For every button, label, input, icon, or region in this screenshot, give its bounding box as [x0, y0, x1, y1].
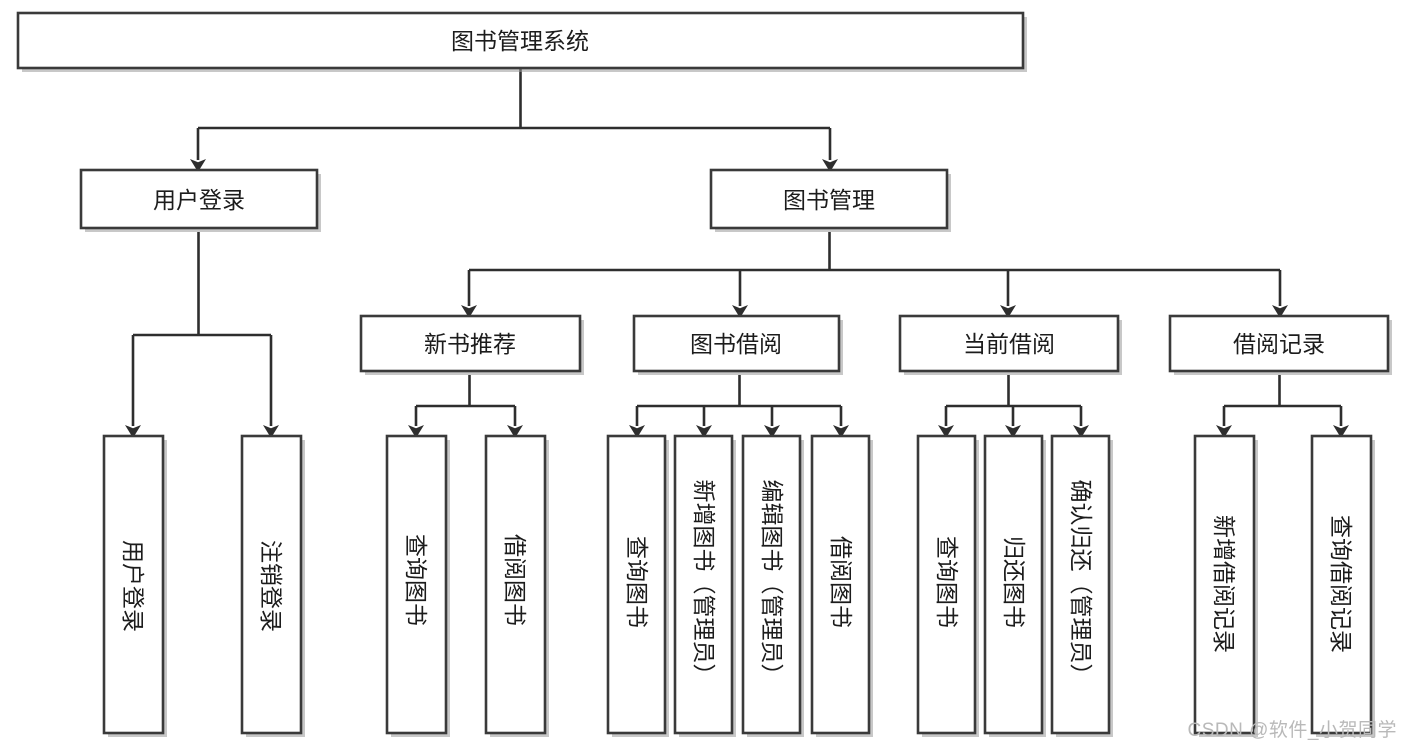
- node-leaf-confirm-return-box: [1050, 434, 1111, 735]
- node-leaf-edit-book[interactable]: 编辑图书（管理员）: [741, 434, 804, 737]
- node-leaf-query-book-2-label: 查询图书: [624, 536, 650, 628]
- node-leaf-borrow-book-2-label: 借阅图书: [828, 536, 854, 628]
- node-user-login-label: 用户登录: [153, 187, 245, 213]
- node-leaf-query-record[interactable]: 查询借阅记录: [1310, 434, 1375, 737]
- node-leaf-borrow-book-2-box: [810, 434, 871, 735]
- node-leaf-add-record-box: [1193, 434, 1256, 735]
- node-leaf-borrow-book-2[interactable]: 借阅图书: [810, 434, 873, 737]
- node-book-manage-label: 图书管理: [783, 187, 875, 213]
- node-current-borrow[interactable]: 当前借阅: [898, 314, 1122, 375]
- node-leaf-add-book[interactable]: 新增图书（管理员）: [673, 434, 736, 737]
- node-user-login-box: [79, 168, 319, 230]
- node-leaf-add-record[interactable]: 新增借阅记录: [1193, 434, 1258, 737]
- node-book-manage-box: [709, 168, 949, 230]
- node-borrow-record[interactable]: 借阅记录: [1168, 314, 1392, 375]
- node-new-book-rec-label: 新书推荐: [424, 331, 516, 357]
- node-leaf-add-book-label: 新增图书（管理员）: [691, 480, 717, 687]
- node-leaf-add-book-box: [673, 434, 734, 735]
- node-book-borrow-label: 图书借阅: [690, 331, 782, 357]
- node-leaf-query-book-3-box: [916, 434, 977, 735]
- node-leaf-query-book-1-box: [385, 434, 448, 735]
- node-leaf-edit-book-box: [741, 434, 802, 735]
- node-book-manage[interactable]: 图书管理: [709, 168, 951, 232]
- node-root-box: [16, 11, 1025, 70]
- node-leaf-logout-box: [240, 434, 303, 735]
- node-leaf-user-login-label: 用户登录: [120, 540, 146, 632]
- node-leaf-logout-label: 注销登录: [258, 540, 284, 632]
- node-book-borrow[interactable]: 图书借阅: [632, 314, 843, 375]
- node-leaf-return-book-label: 归还图书: [1001, 536, 1027, 628]
- node-new-book-rec-box: [359, 314, 582, 373]
- node-leaf-query-book-2[interactable]: 查询图书: [606, 434, 669, 737]
- node-borrow-record-box: [1168, 314, 1390, 373]
- node-leaf-add-record-label: 新增借阅记录: [1211, 515, 1237, 653]
- csdn-watermark: CSDN @软件_小贺同学: [1187, 720, 1397, 741]
- node-leaf-confirm-return[interactable]: 确认归还（管理员）: [1050, 434, 1113, 737]
- node-leaf-query-book-1-label: 查询图书: [403, 534, 429, 626]
- node-root-label: 图书管理系统: [451, 28, 589, 54]
- node-root[interactable]: 图书管理系统: [16, 11, 1027, 72]
- node-leaf-borrow-book-1-label: 借阅图书: [502, 534, 528, 626]
- connector-layer: [125, 68, 1349, 438]
- node-leaf-query-book-1[interactable]: 查询图书: [385, 434, 450, 737]
- node-leaf-borrow-book-1-box: [484, 434, 547, 735]
- node-book-borrow-box: [632, 314, 841, 373]
- node-leaf-query-record-label: 查询借阅记录: [1328, 515, 1354, 653]
- node-leaf-edit-book-label: 编辑图书（管理员）: [759, 480, 785, 687]
- node-leaf-return-book[interactable]: 归还图书: [983, 434, 1046, 737]
- node-leaf-user-login[interactable]: 用户登录: [102, 434, 167, 737]
- node-leaf-query-book-3-label: 查询图书: [934, 536, 960, 628]
- node-leaf-confirm-return-label: 确认归还（管理员）: [1068, 480, 1094, 687]
- node-leaf-query-book-2-box: [606, 434, 667, 735]
- node-leaf-return-book-box: [983, 434, 1044, 735]
- node-user-login[interactable]: 用户登录: [79, 168, 321, 232]
- node-leaf-user-login-box: [102, 434, 165, 735]
- node-current-borrow-label: 当前借阅: [963, 331, 1055, 357]
- node-leaf-logout[interactable]: 注销登录: [240, 434, 305, 737]
- node-current-borrow-box: [898, 314, 1120, 373]
- node-leaf-query-book-3[interactable]: 查询图书: [916, 434, 979, 737]
- node-leaf-query-record-box: [1310, 434, 1373, 735]
- node-borrow-record-label: 借阅记录: [1233, 331, 1325, 357]
- node-new-book-rec[interactable]: 新书推荐: [359, 314, 584, 375]
- node-leaf-borrow-book-1[interactable]: 借阅图书: [484, 434, 549, 737]
